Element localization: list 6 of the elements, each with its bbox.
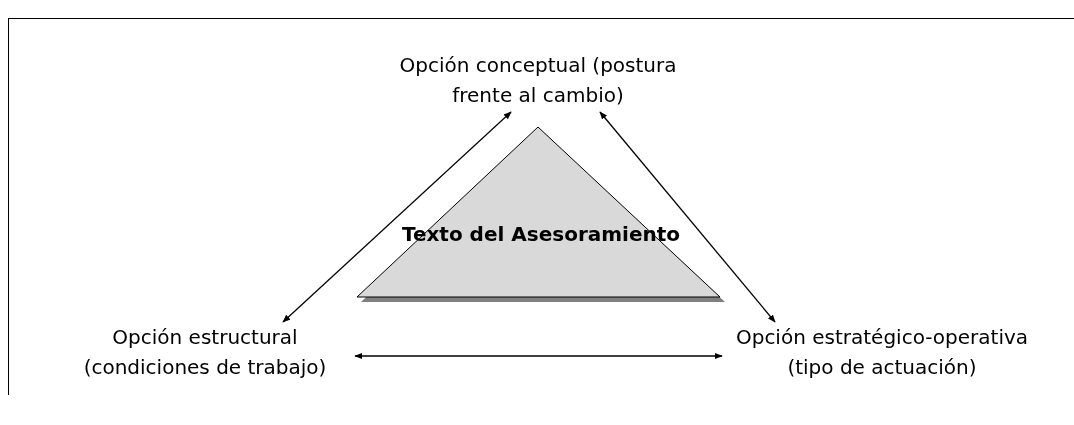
option-label: Opción estructural (condiciones de trabajo) bbox=[82, 324, 328, 381]
double-arrow bbox=[354, 352, 723, 360]
option-label: Opción estratégico-operativa (tipo de actuación) bbox=[734, 324, 1030, 381]
option-label: Opción conceptual (postura frente al cambio) bbox=[398, 52, 678, 109]
double-arrow bbox=[599, 111, 776, 323]
double-arrow bbox=[282, 111, 512, 323]
